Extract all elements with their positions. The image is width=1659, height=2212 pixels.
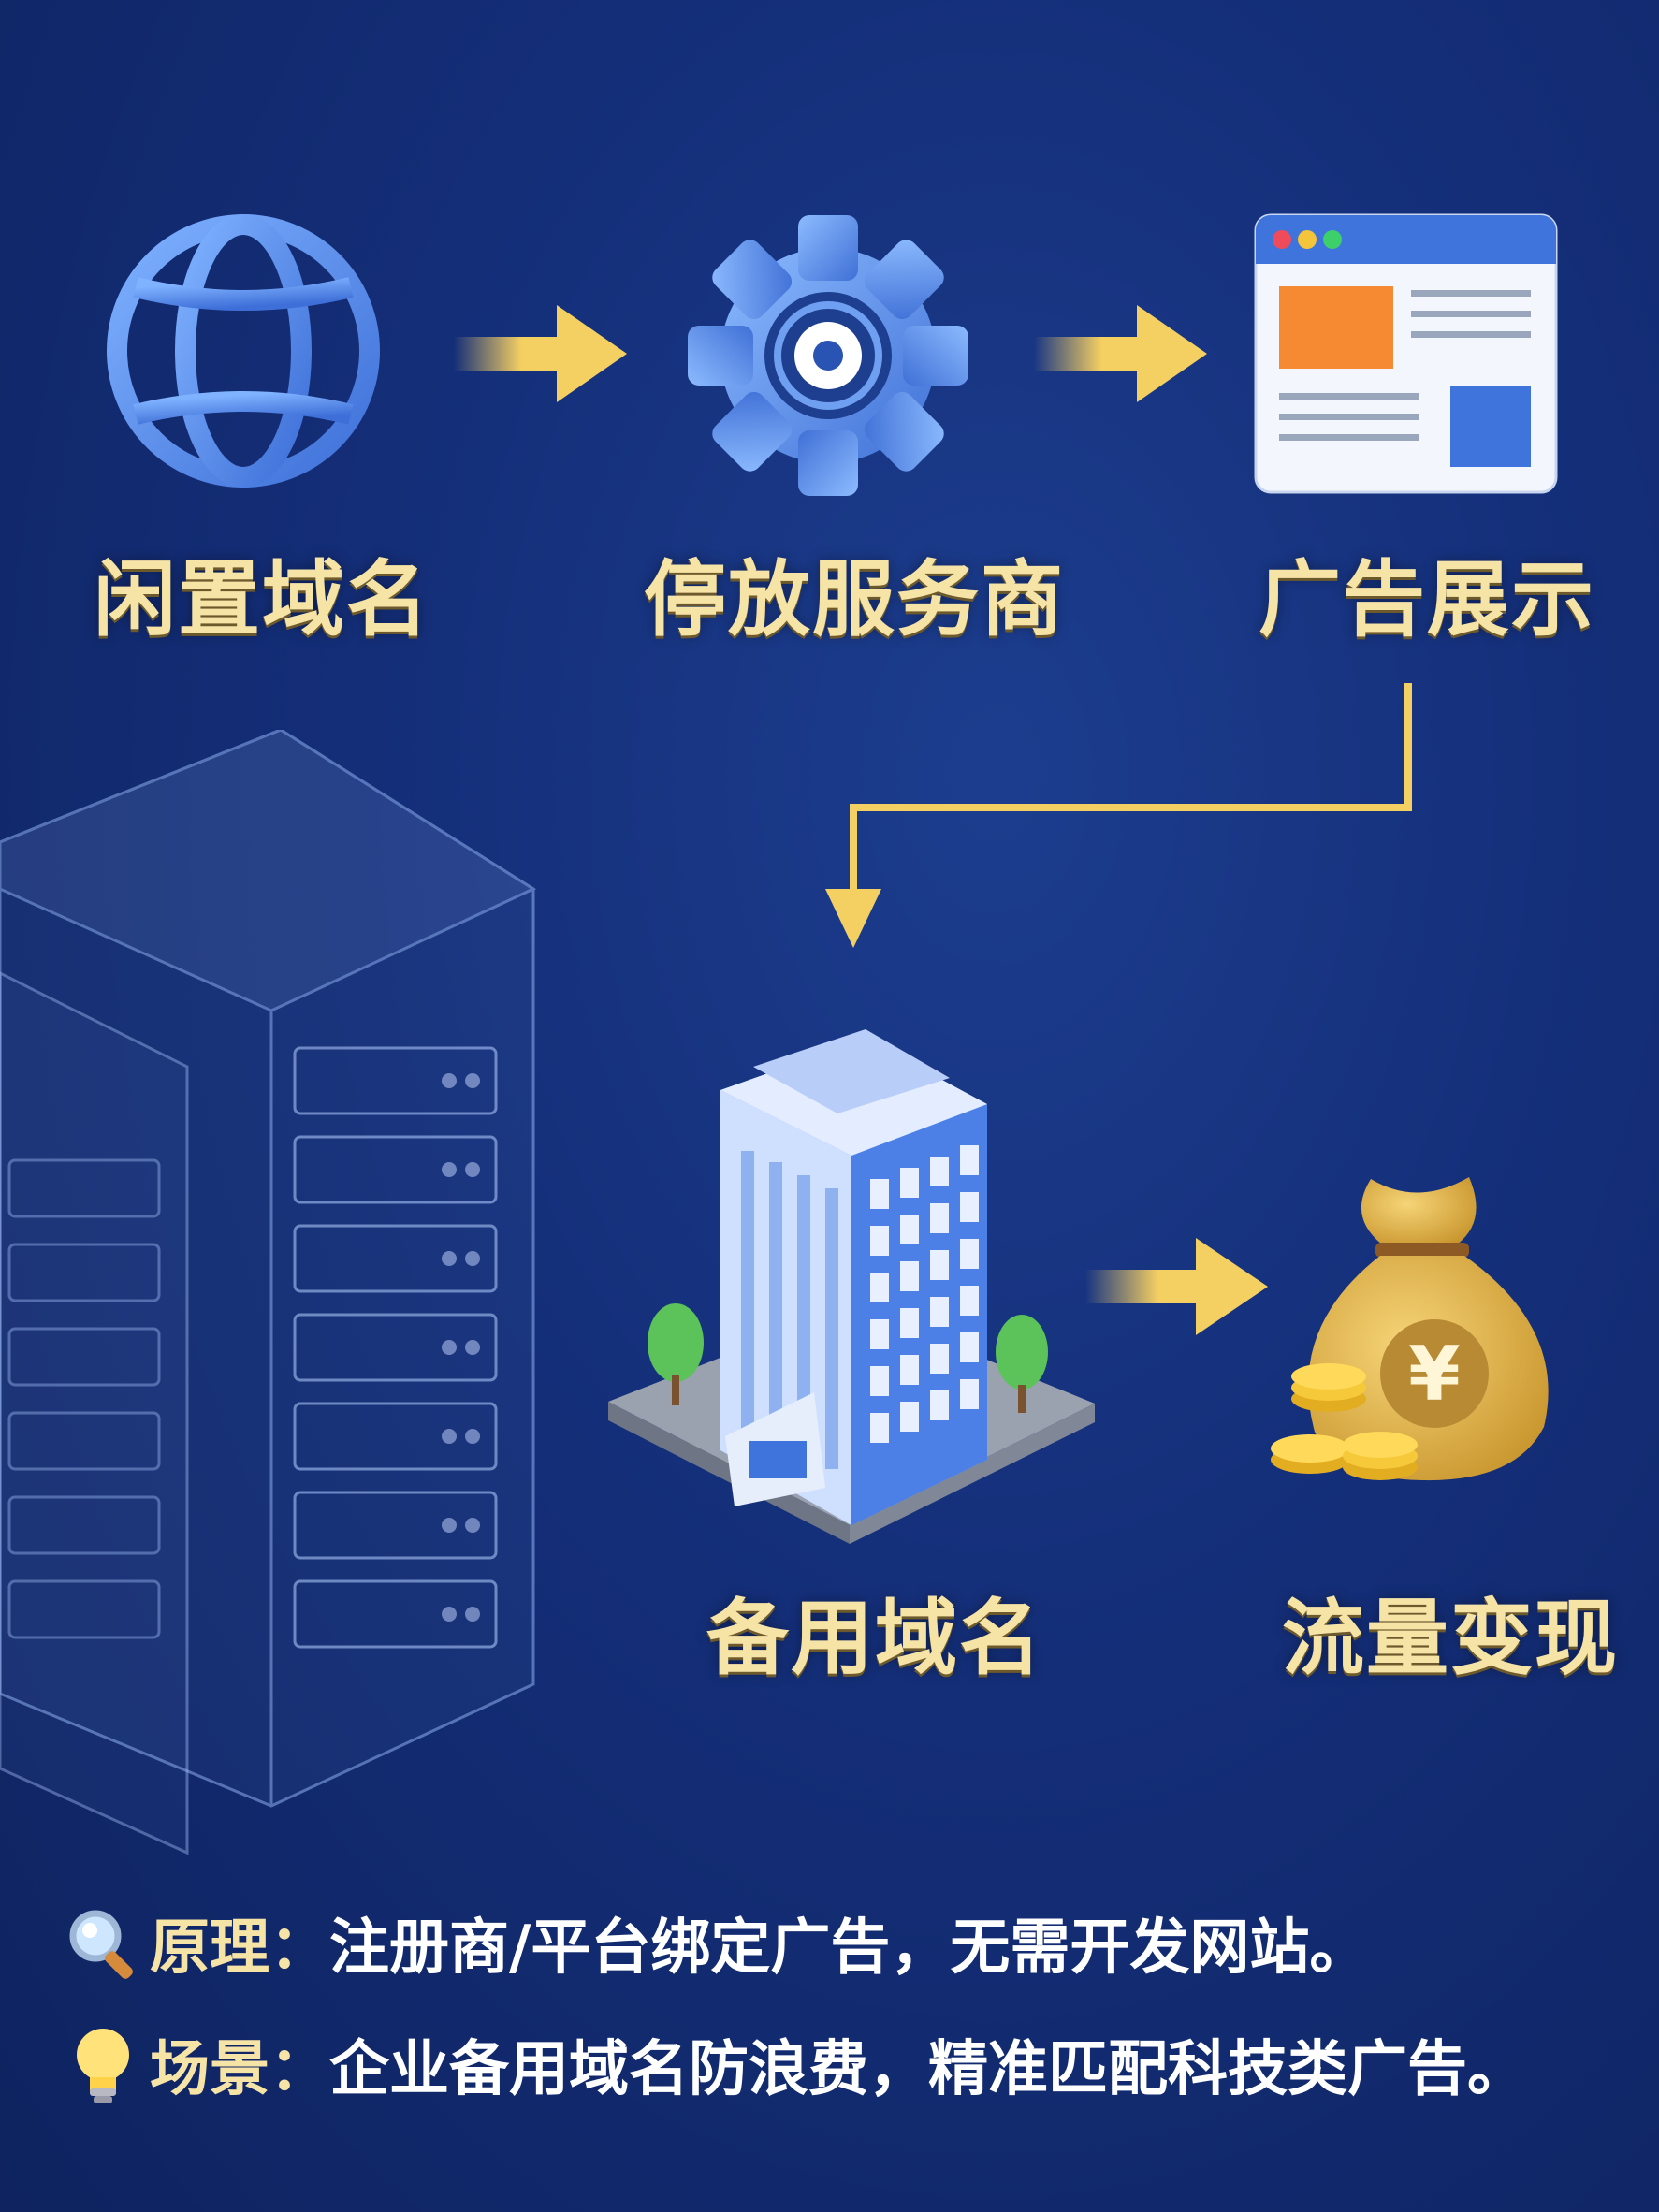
arrow-right-icon — [454, 305, 627, 402]
money-bag-icon: ¥ — [1271, 1177, 1549, 1481]
arrow-right-icon — [1085, 1238, 1268, 1335]
globe-icon — [107, 214, 380, 488]
node-label-ad-display: 广告展示 — [1259, 551, 1596, 648]
note-text: 企业备用域名防浪费，精准匹配科技类广告。 — [329, 2035, 1527, 2104]
node-label-backup-domain: 备用域名 — [706, 1590, 1044, 1686]
note-scenario: 场景：企业备用域名防浪费，精准匹配科技类广告。 — [65, 2021, 1527, 2122]
office-building-icon — [608, 1029, 1095, 1544]
arrow-right-icon — [1034, 305, 1207, 402]
magnifier-icon — [65, 1906, 150, 1996]
lightbulb-icon — [65, 2023, 150, 2122]
note-key: 原理： — [150, 1914, 329, 1983]
note-principle: 原理：注册商/平台绑定广告，无需开发网站。 — [65, 1899, 1369, 1996]
browser-window-icon — [1254, 213, 1558, 494]
node-label-idle-domain: 闲置域名 — [94, 551, 431, 648]
note-key: 场景： — [150, 2035, 329, 2104]
connector-arrow-down — [825, 683, 1412, 948]
node-label-parking-provider: 停放服务商 — [644, 551, 1066, 648]
node-label-traffic-monetization: 流量变现 — [1282, 1590, 1620, 1686]
yuan-symbol: ¥ — [1408, 1331, 1461, 1418]
note-text: 注册商/平台绑定广告，无需开发网站。 — [329, 1914, 1370, 1983]
gear-icon — [688, 215, 968, 496]
server-rack-illustration — [0, 730, 537, 1855]
